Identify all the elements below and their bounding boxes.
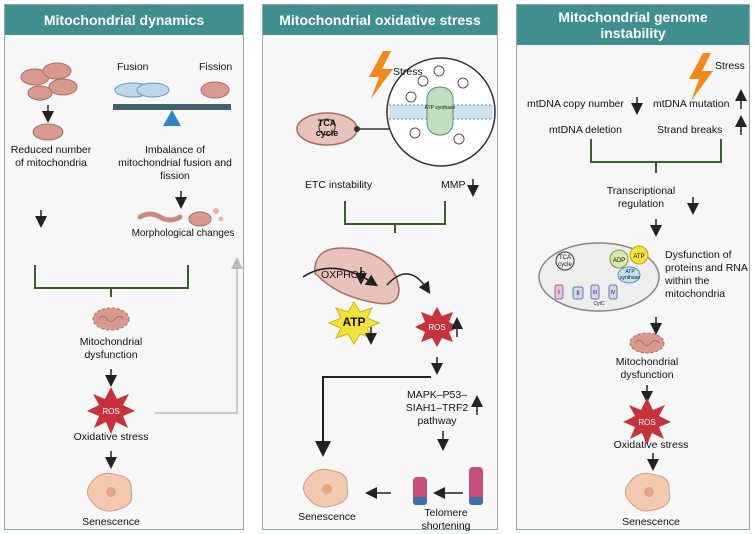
oxphos-label: OXPHOS xyxy=(321,269,366,281)
senescence-label: Senescence xyxy=(298,511,356,523)
panel-title: Mitochondrial dynamics xyxy=(5,5,243,35)
mitochondrial-dysfunction-label: Mitochondrial dysfunction xyxy=(79,336,143,361)
oxidative-stress-label: Oxidative stress xyxy=(613,439,689,451)
bracket-icon xyxy=(590,139,722,163)
panel-mitochondrial-dynamics: Mitochondrial dynamics xyxy=(4,4,244,530)
oxidative-stress-label: Oxidative stress xyxy=(73,431,149,443)
telomere-icon xyxy=(413,467,483,505)
oxidative-stress-diagram xyxy=(296,51,496,508)
dysfunction-proteins-label: Dysfunction of proteins and RNA within t… xyxy=(665,249,748,300)
stress-label: Stress xyxy=(393,66,423,78)
mitochondrial-dysfunction-label: Mitochondrial dysfunction xyxy=(615,356,679,381)
curved-arrow-icon xyxy=(386,273,431,295)
tca-label: TCA cycle xyxy=(315,118,339,138)
seesaw-fulcrum-icon xyxy=(163,110,181,126)
telomere-shortening-label: Telomere shortening xyxy=(421,507,471,532)
bracket-icon xyxy=(344,201,446,225)
mitochondrion-complexes-icon xyxy=(538,242,660,312)
atp-label: ATP xyxy=(633,254,645,260)
senescence-label: Senescence xyxy=(622,516,680,528)
mitochondria-cluster-icon xyxy=(20,62,78,101)
etc-instability-label: ETC instability xyxy=(305,179,373,191)
ros-label: ROS xyxy=(102,407,120,416)
fusion-label: Fusion xyxy=(117,61,149,73)
panel-title: Mitochondrial genome instability xyxy=(517,5,749,45)
panel-genome-instability: Mitochondrial genome instability xyxy=(516,4,750,530)
morphological-changes-icon xyxy=(137,208,224,227)
complex-iii-label: III xyxy=(592,290,598,296)
ros-label: ROS xyxy=(638,418,656,427)
complex-i-label: I xyxy=(558,290,560,296)
panel-oxidative-stress: Mitochondrial oxidative stress xyxy=(262,4,498,532)
single-mitochondrion-icon xyxy=(32,123,64,141)
dysfunctional-mitochondrion-icon xyxy=(629,332,665,354)
fused-mitochondria-icon xyxy=(136,82,170,98)
complex-iv-label: IV xyxy=(610,290,616,296)
reduced-number-label: Reduced number of mitochondria xyxy=(10,144,92,169)
membrane-zoom-icon xyxy=(386,57,496,167)
pathway-label: MAPK–P53–SIAH1–TRF2 pathway xyxy=(405,389,469,427)
mtdna-mutation-label: mtDNA mutation xyxy=(653,98,730,110)
dynamics-diagram xyxy=(20,62,243,512)
senescence-label: Senescence xyxy=(82,516,140,528)
imbalance-label: Imbalance of mitochondrial fusion and fi… xyxy=(118,144,232,182)
ros-burst-icon xyxy=(87,387,135,434)
transcriptional-regulation-label: Transcriptional regulation xyxy=(606,185,676,210)
cytc-label: CytC xyxy=(593,301,605,307)
lightning-icon xyxy=(369,51,393,99)
mtdna-copy-number-label: mtDNA copy number xyxy=(527,98,624,110)
atp-label: ATP xyxy=(342,315,366,329)
lightning-icon xyxy=(689,53,713,101)
atp-synthase-label: ATP synthase xyxy=(424,105,456,111)
feedback-arrow-icon xyxy=(155,257,243,414)
bracket-icon xyxy=(34,265,189,289)
stress-label: Stress xyxy=(715,60,745,72)
complex-ii-label: II xyxy=(576,291,580,297)
dysfunctional-mitochondrion-icon xyxy=(92,307,130,331)
tca-label: TCA cycle xyxy=(558,255,572,268)
genome-instability-diagram xyxy=(538,53,747,512)
panel-title: Mitochondrial oxidative stress xyxy=(263,5,497,35)
seesaw-beam-icon xyxy=(113,104,231,110)
mtdna-deletion-label: mtDNA deletion xyxy=(549,124,622,136)
adp-label: ADP xyxy=(612,258,626,264)
fission-mitochondria-icon xyxy=(200,81,230,99)
atp-synthase-label: ATP synthase xyxy=(619,269,640,281)
ros-label: ROS xyxy=(428,323,446,332)
morphological-changes-label: Morphological changes xyxy=(131,228,235,239)
mitochondrion-tca-icon xyxy=(296,112,358,146)
mmp-label: MMP xyxy=(441,179,466,191)
ros-burst-icon xyxy=(415,307,459,347)
strand-breaks-label: Strand breaks xyxy=(657,124,723,136)
arrow-to-senescence-icon xyxy=(315,376,431,457)
fission-label: Fission xyxy=(199,61,233,73)
ros-burst-icon xyxy=(623,398,671,445)
